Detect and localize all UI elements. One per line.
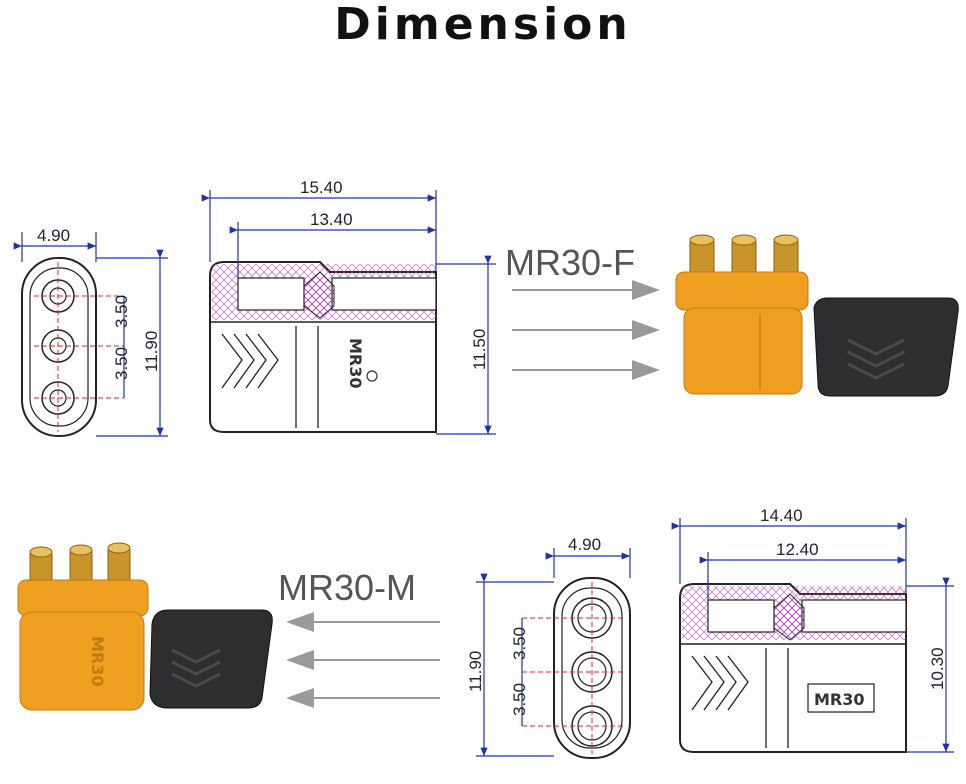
female-side-view: MR30 15.40 13.40 11.50 (201, 178, 496, 435)
male-side-inner-label: 12.40 (776, 540, 819, 559)
male-side-height-label: 10.30 (928, 647, 947, 690)
female-gold-pin (689, 234, 715, 279)
female-connector-label: MR30-F (505, 242, 635, 283)
female-pin-pitch-a-label: 3.50 (112, 295, 131, 328)
female-cover-photo (813, 297, 959, 397)
female-side-total-label: 15.40 (300, 178, 343, 197)
male-connector-photo: MR30 (17, 542, 273, 711)
female-side-height-label: 11.50 (470, 329, 489, 370)
female-pointer-arrows (512, 280, 660, 380)
male-side-total-label: 14.40 (760, 506, 803, 525)
male-brand-mark: MR30 (814, 690, 865, 709)
male-gold-pin (107, 542, 131, 591)
female-connector-photo (675, 234, 959, 397)
female-pin-pitch-b-label: 3.50 (112, 347, 131, 380)
female-front-width-label: 4.90 (37, 226, 70, 245)
male-cover-photo (149, 609, 273, 709)
page-title: Dimension (334, 0, 632, 50)
female-front-height-label: 11.90 (142, 331, 161, 372)
female-brand-mark: MR30 (346, 338, 365, 389)
female-front-view: 4.90 3.50 3.50 11.90 (13, 226, 168, 437)
female-gold-pin (773, 234, 799, 279)
male-photo-brand-mark: MR30 (88, 636, 107, 687)
male-pointer-arrows (286, 612, 440, 708)
male-front-width-label: 4.90 (568, 535, 601, 554)
female-gold-pin (731, 234, 757, 279)
male-side-view: MR30 14.40 12.40 10.30 (671, 506, 954, 753)
male-front-height-label: 11.90 (466, 651, 485, 692)
male-pin-pitch-b-label: 3.50 (510, 683, 529, 716)
male-pin-pitch-a-label: 3.50 (510, 627, 529, 660)
male-front-view: 4.90 3.50 3.50 11.90 (466, 535, 631, 759)
female-side-inner-label: 13.40 (310, 210, 353, 229)
male-connector-label: MR30-M (278, 567, 416, 608)
